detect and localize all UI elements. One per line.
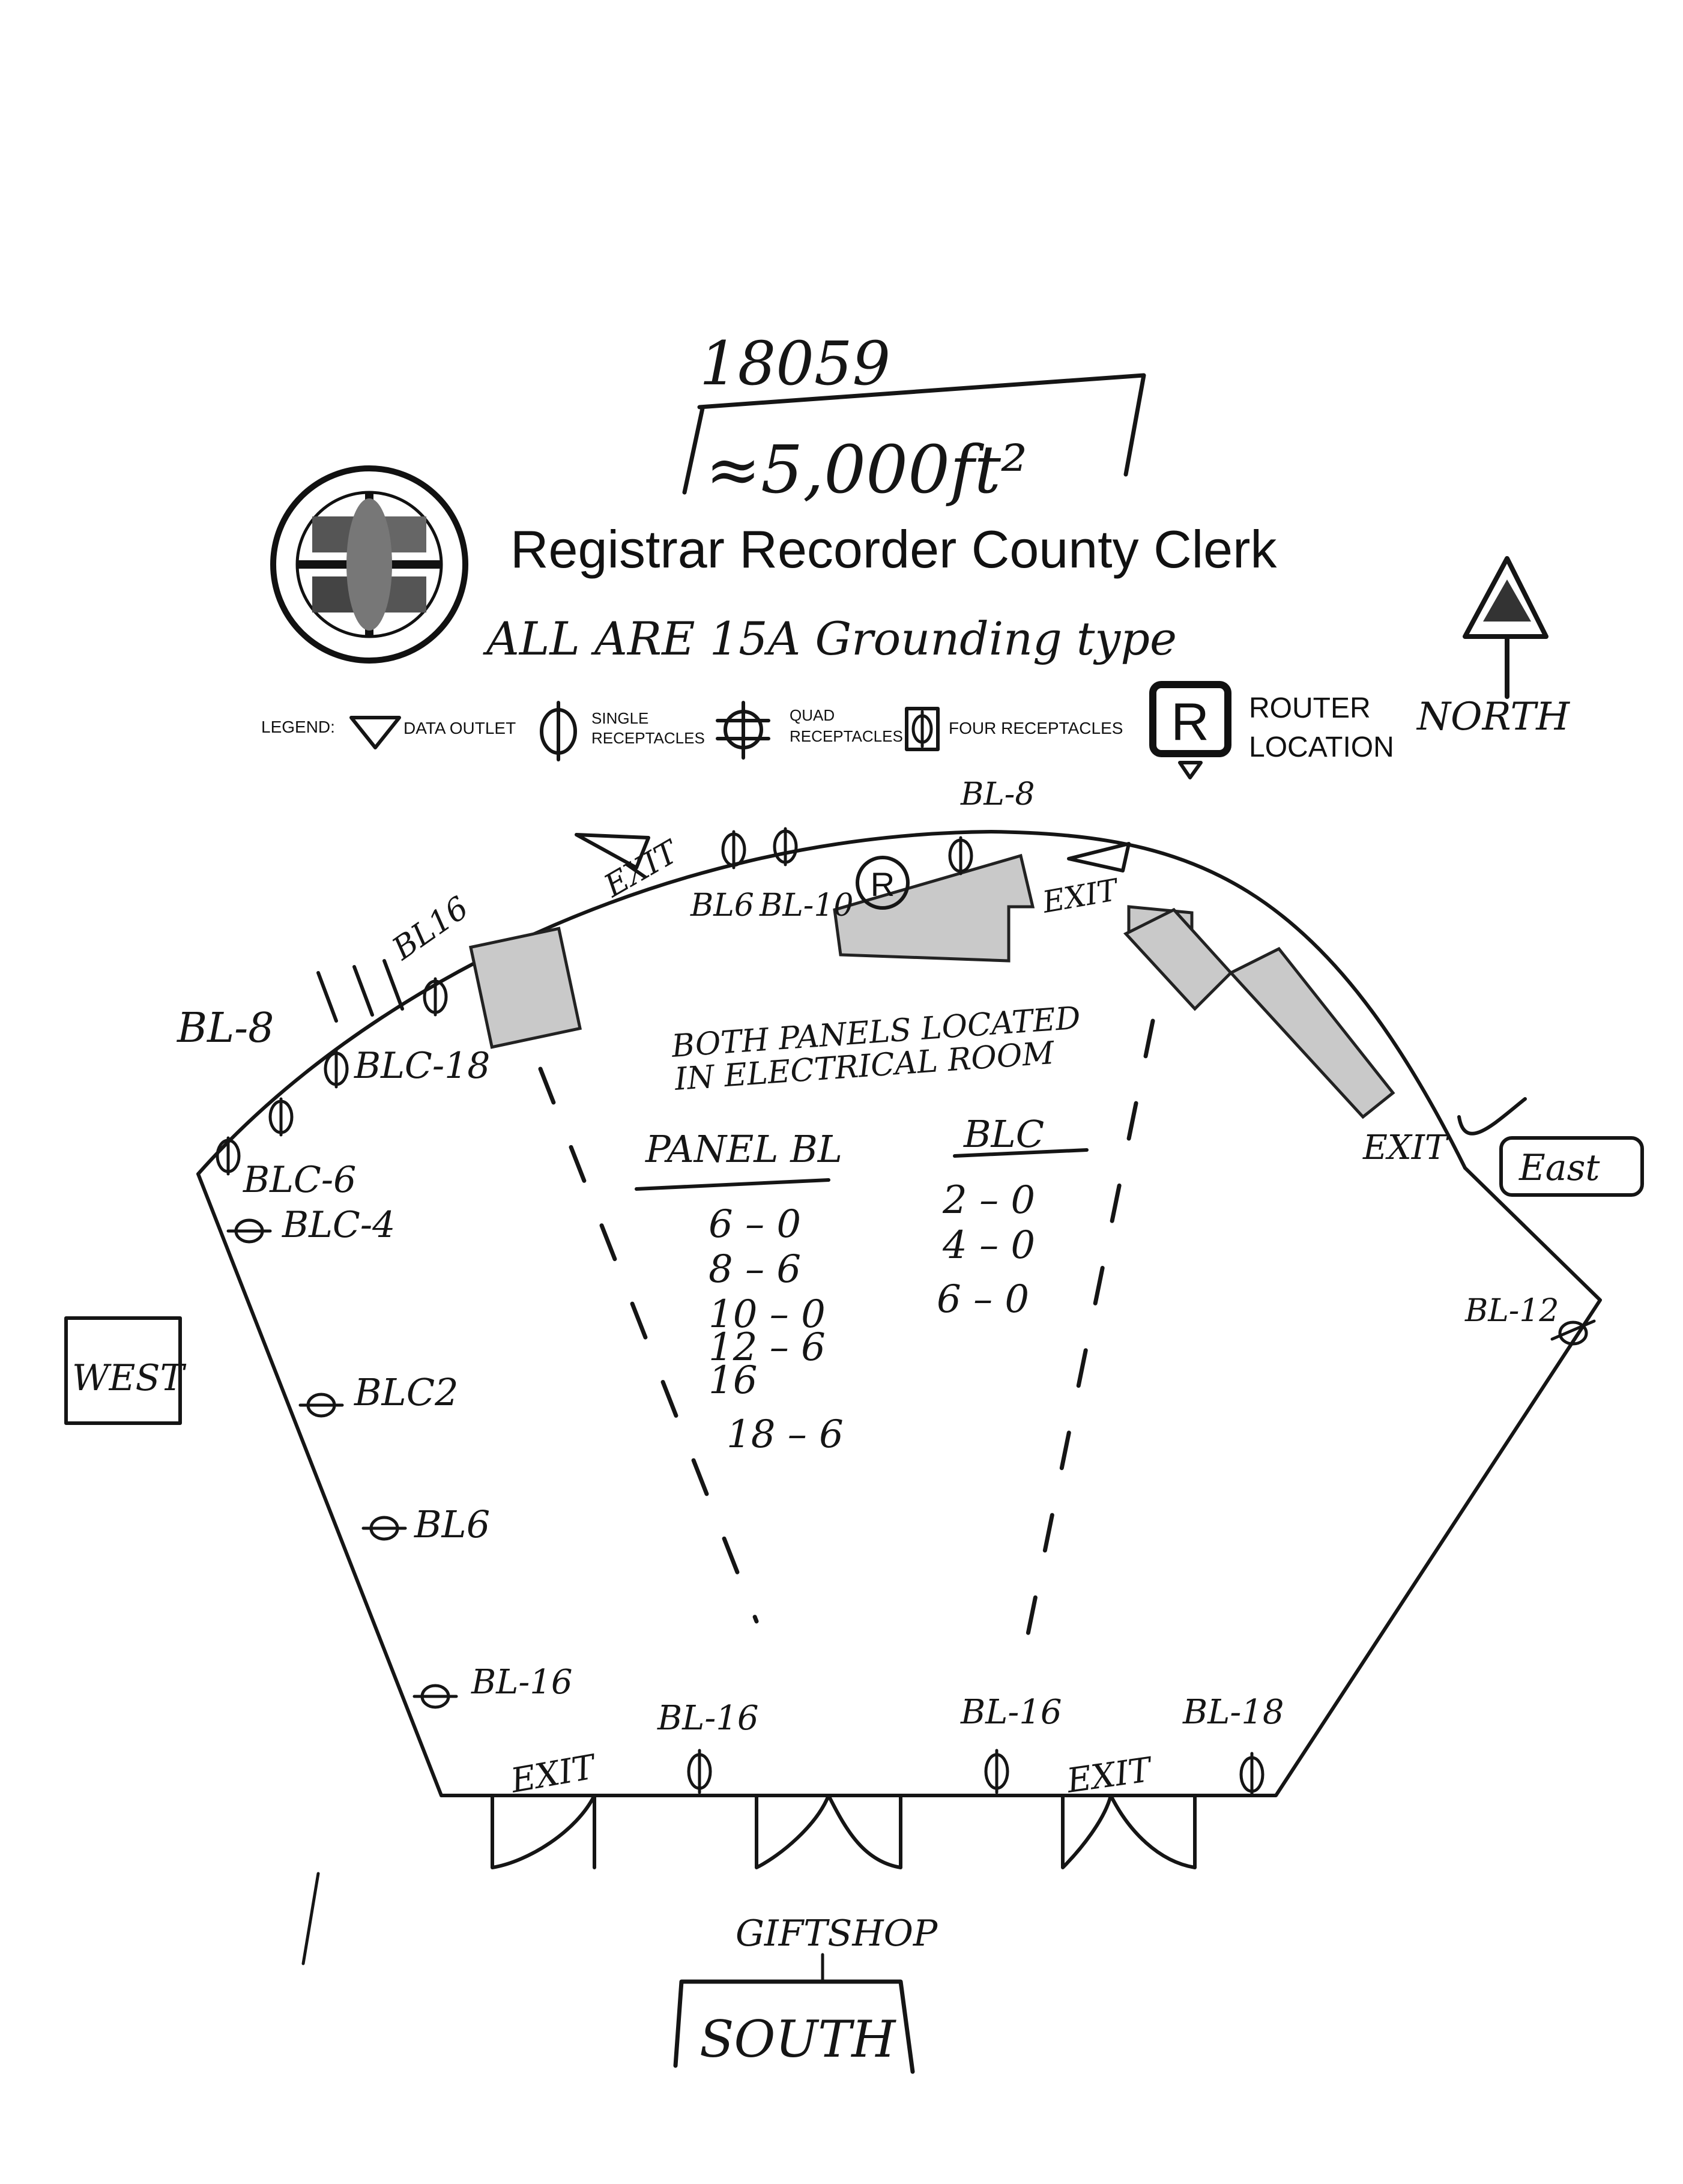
legend-router-2: LOCATION [1249, 731, 1394, 763]
router-location-icon: R [1149, 681, 1231, 779]
legend-router-1: ROUTER [1249, 692, 1371, 724]
south-box [673, 1979, 915, 2074]
exit-door-e [1457, 1097, 1527, 1136]
legend-single-2: RECEPTACLES [591, 729, 705, 747]
aisle-line-east [1018, 1018, 1155, 1672]
panel-bl-row-1: 6 – 0 [709, 1202, 801, 1247]
area-label: ≈5,000ft² [706, 431, 1027, 508]
floor-outline [196, 1166, 1602, 1797]
grounding-note: ALL ARE 15A Grounding type [483, 612, 1177, 665]
area-box [682, 373, 1146, 495]
panel-blc-underline [953, 1148, 1089, 1158]
electrical-room [833, 853, 1035, 963]
legend-quad-1: QUAD [790, 706, 835, 724]
panel-blc-row-2: 4 – 0 [942, 1223, 1035, 1268]
wall-stub-nw [316, 959, 404, 1023]
four-receptacle-icon [905, 707, 940, 751]
panel-blc-row-1: 2 – 0 [942, 1178, 1035, 1223]
label-bl10-top: BL-10 [759, 888, 853, 924]
label-bl6-top: BL6 [690, 888, 754, 924]
north-arc-wall [196, 830, 1467, 1176]
label-bl16-nw: BL16 [385, 890, 475, 967]
legend-label: LEGEND: [261, 718, 335, 736]
exit-label-s1: EXIT [507, 1747, 600, 1801]
panel-bl-row-4: 12 – 6 [709, 1325, 826, 1370]
panel-blc-header: BLC [963, 1112, 1044, 1156]
router-marker: R [871, 865, 895, 903]
panel-bl-row-3: 10 – 0 [709, 1292, 826, 1337]
label-bl6-w: BL6 [414, 1502, 490, 1546]
legend-quad-2: RECEPTACLES [790, 727, 903, 745]
label-bl16-sw: BL-16 [471, 1663, 573, 1702]
east-box [1499, 1136, 1644, 1197]
panel-bl-header: PANEL BL [645, 1127, 842, 1171]
label-bl8-top: BL-8 [960, 776, 1035, 812]
label-blc2: BLC2 [354, 1370, 459, 1414]
panel-bl-row-6: 18 – 6 [727, 1412, 844, 1457]
panel-blc-row-3: 6 – 0 [937, 1277, 1029, 1322]
exit-door-n [1067, 842, 1131, 873]
data-outlet-icon [349, 716, 401, 749]
north-arrow-icon [1463, 556, 1549, 699]
county-seal-logo [270, 465, 468, 664]
label-blc18: BLC-18 [354, 1045, 490, 1087]
label-bl8-nw: BL-8 [176, 1005, 274, 1052]
job-number: 18059 [699, 328, 890, 399]
panel-bl-row-2: 8 – 6 [709, 1247, 801, 1292]
label-bl16-s1: BL-16 [657, 1699, 759, 1738]
single-receptacle-icon [540, 701, 577, 761]
storage-room-west [469, 927, 582, 1049]
stray-pen-mark [301, 1872, 320, 1965]
west-label: WEST [72, 1357, 187, 1399]
exit-label-s2: EXIT [1064, 1750, 1156, 1801]
exit-door-nw [575, 833, 650, 870]
exit-label-nw: EXIT [598, 833, 686, 905]
west-box [64, 1316, 182, 1425]
north-label: NORTH [1416, 695, 1570, 739]
exit-label-e: EXIT [1362, 1128, 1449, 1167]
storage-room-ne [1123, 907, 1233, 1011]
south-label: SOUTH [699, 2010, 896, 2069]
router-symbol: R [1171, 692, 1209, 751]
label-bl18-s: BL-18 [1182, 1693, 1284, 1732]
label-bl16-s2: BL-16 [960, 1693, 1062, 1732]
router-marker-icon: R [856, 856, 910, 910]
quad-receptacle-icon [716, 701, 770, 760]
giftshop-label: GIFTSHOP [736, 1913, 938, 1955]
receptacle-symbols [216, 827, 1596, 1797]
label-blc4: BLC-4 [282, 1204, 395, 1246]
label-blc6: BLC-6 [243, 1159, 356, 1201]
legend-data-outlet: DATA OUTLET [403, 719, 516, 737]
legend-four: FOUR RECEPTACLES [949, 719, 1123, 737]
east-label: East [1518, 1147, 1600, 1189]
panel-bl-underline [635, 1178, 830, 1191]
storage-room-east [1228, 946, 1395, 1119]
label-bl12-e: BL-12 [1464, 1293, 1559, 1329]
exit-label-n: EXIT [1039, 872, 1122, 920]
page-title: Registrar Recorder County Clerk [510, 519, 1277, 579]
aisle-line-west [538, 1066, 759, 1624]
south-door-swings [491, 1794, 1197, 1869]
legend-single-1: SINGLE [591, 709, 648, 727]
panel-bl-row-5: 16 [709, 1358, 757, 1403]
